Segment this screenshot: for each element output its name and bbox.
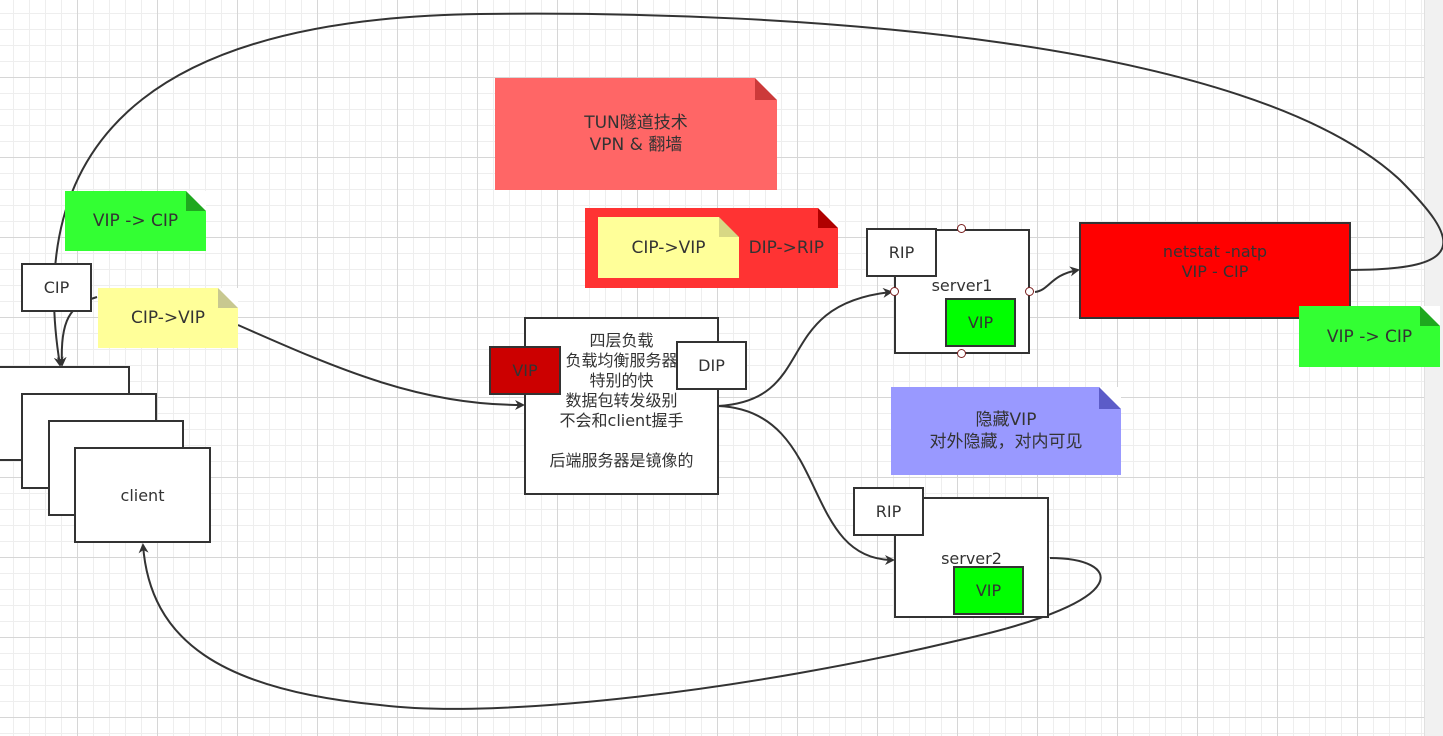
server1-vip-label: VIP [967,313,994,332]
note-cip-vip-left-text: CIP->VIP [130,308,206,328]
note-hidden-vip-text: 隐藏VIP 对外隐藏，对内可见 [929,410,1083,452]
client-box[interactable]: client [74,447,211,543]
note-fold-icon [1420,306,1440,326]
server1-vip-box[interactable]: VIP [945,298,1016,347]
netstat-text: netstat -natp VIP - CIP [1162,242,1268,281]
note-vip-cip-right-text: VIP -> CIP [1326,326,1413,347]
vertical-scrollbar[interactable] [1424,0,1443,736]
lb-dip-box[interactable]: DIP [676,341,747,390]
edge-client-to-lb [237,324,525,410]
server1-rip-box[interactable]: RIP [866,228,937,277]
note-fold-icon [719,217,739,237]
server2-vip-label: VIP [975,581,1002,600]
note-vip-cip-left[interactable]: VIP -> CIP [65,191,206,251]
note-fold-icon [818,208,838,228]
note-vip-cip-left-text: VIP -> CIP [92,211,179,231]
cip-box[interactable]: CIP [21,263,92,312]
load-balancer-text: 四层负载 负载均衡服务器 特别的快 数据包转发级别 不会和client握手 后端… [549,331,694,470]
note-fold-icon [755,78,777,100]
note-hidden-vip[interactable]: 隐藏VIP 对外隐藏，对内可见 [891,387,1121,475]
server2-label: server2 [941,549,1002,568]
lb-vip-label: VIP [512,361,538,380]
edge-netstat-to-client [52,12,1443,367]
note-fold-icon [1099,387,1121,409]
edge-server2-to-client [138,543,1102,710]
note-fold-icon [186,191,206,211]
note-dip-rip-text: DIP->RIP [748,238,824,258]
server1-port-right[interactable] [1025,287,1034,296]
client-label: client [120,485,165,505]
server2-rip-box[interactable]: RIP [853,487,924,536]
edge-lb-to-server2 [717,405,895,565]
cip-label: CIP [43,278,70,297]
note-cip-vip-left[interactable]: CIP->VIP [98,288,238,348]
netstat-box[interactable]: netstat -natp VIP - CIP [1079,222,1351,319]
note-cip-vip-inner-text: CIP->VIP [631,237,706,258]
lb-vip-box[interactable]: VIP [489,346,561,395]
server1-port-top[interactable] [957,224,966,233]
load-balancer-box[interactable]: 四层负载 负载均衡服务器 特别的快 数据包转发级别 不会和client握手 后端… [524,317,719,495]
server2-vip-box[interactable]: VIP [953,566,1024,615]
server1-label: server1 [931,276,993,295]
note-cip-vip-inner[interactable]: CIP->VIP [598,217,739,278]
note-tun-text: TUN隧道技术 VPN & 翻墙 [584,113,688,155]
note-fold-icon [218,288,238,308]
edge-lb-to-server1 [717,287,893,407]
server1-port-bottom[interactable] [957,349,966,358]
lb-dip-label: DIP [698,356,725,375]
note-tun[interactable]: TUN隧道技术 VPN & 翻墙 [495,78,777,190]
edge-server1-to-netstat [1034,266,1080,293]
server1-port-left[interactable] [890,287,899,296]
server1-rip-label: RIP [888,243,915,262]
note-vip-cip-right[interactable]: VIP -> CIP [1299,306,1440,367]
server2-rip-label: RIP [875,502,902,521]
